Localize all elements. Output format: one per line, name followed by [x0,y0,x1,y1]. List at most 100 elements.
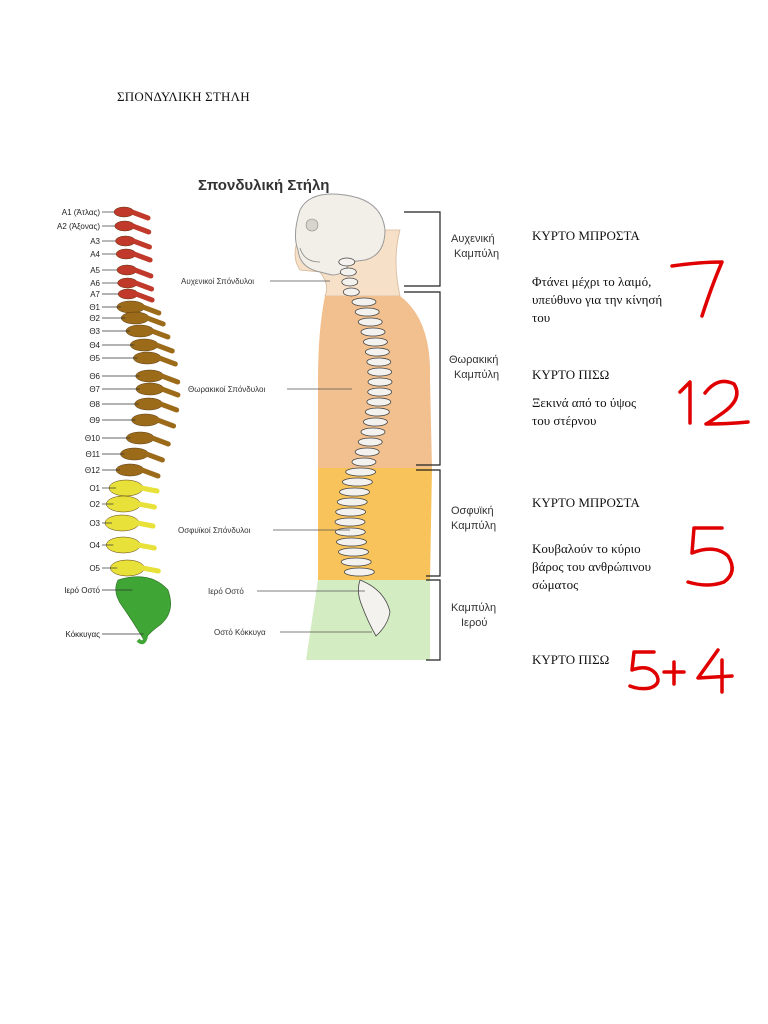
vertebra-label-17: Θ10 [85,434,101,443]
vertebra-label-12: Θ5 [89,354,100,363]
vertebra-label-8: Θ1 [89,303,100,312]
spinous-process-22 [134,520,156,529]
vertebra-label-18: Θ11 [85,450,100,459]
spinous-process-5 [132,267,154,279]
note-thoracic-direction: ΚΥΡΤΟ ΠΙΣΩ [532,367,610,382]
vertebra-label-21: Ο2 [89,500,100,509]
document-title: ΣΠΟΝΔΥΛΙΚΗ ΣΤΗΛΗ [117,89,250,104]
body-vertebra [363,417,388,427]
body-vertebra [342,477,373,487]
handwritten-number-12 [678,379,750,426]
handwritten-number-5 [686,526,734,587]
body-vertebra [364,407,390,417]
note-thoracic-description: Ξεκινά από το ύψος του στέρνου [532,395,637,428]
figure-title: Σπονδυλική Στήλη [198,177,329,194]
vertebra-label-5: Α5 [90,266,100,275]
spinous-process-7 [133,291,155,303]
body-vertebra [364,347,390,357]
spinous-process-2 [130,223,152,235]
vertebra-label-11: Θ4 [89,341,100,350]
spinous-process-24 [139,565,161,574]
spinous-process-1 [129,209,151,221]
vertebra-label-23: Ο4 [89,541,100,550]
body-vertebra [339,267,357,277]
body-vertebra [334,517,366,527]
vertebra-label-4: Α4 [90,250,100,259]
coccyx [136,635,148,645]
vertebra-label-22: Ο3 [89,519,100,528]
bracket-thoracic [404,291,441,466]
spinous-process-4 [131,251,153,263]
curve-label-cervical-2: Καμπύλη [454,248,499,260]
body-vertebra [363,337,388,347]
spinous-process-14 [159,386,181,398]
body-vertebra [342,287,360,297]
body-vertebra [351,457,377,467]
body-vertebra [339,487,370,497]
vertebra-label-2: Α2 (Άξονας) [57,222,100,231]
vertebra-label-1: Α1 (Άτλας) [62,208,101,217]
body-vertebra [336,497,368,507]
region-label-sacrum: Ιερό Οστό [208,587,244,596]
handwritten-number-7 [670,260,724,318]
body-vertebra [354,307,380,317]
spinous-process-18 [143,451,165,463]
note-lumbar-description: Κουβαλούν το κύριο βάρος του ανθρώπινου … [532,541,652,592]
body-vertebra [367,377,393,387]
curve-labels: Αυχενική Καμπύλη Θωρακική Καμπύλη Οσφυϊκ… [449,233,499,629]
spinous-process-23 [135,542,157,551]
curve-brackets [404,211,441,661]
region-label-cervical: Αυχενικοί Σπόνδυλοι [181,277,254,286]
spinous-process-6 [133,280,155,292]
body-vertebra [336,537,367,547]
curve-label-sacral-2: Ιερού [461,617,487,629]
spinous-process-13 [159,373,181,385]
region-label-coccyx: Οστό Κόκκυγα [214,628,266,637]
vertebra-label-6: Α6 [90,279,100,288]
body-vertebra [338,257,356,267]
spinous-process-20 [138,485,160,494]
spinous-process-11 [153,342,175,354]
vertebra-label-25: Ιερό Οστό [64,586,100,595]
vertebra-label-3: Α3 [90,237,100,246]
vertebra-labels: Α1 (Άτλας)Α2 (Άξονας)Α3Α4Α5Α6Α7Θ1Θ2Θ3Θ4Θ… [57,208,144,639]
curve-label-thoracic-1: Θωρακική [449,354,498,366]
curve-label-cervical-1: Αυχενική [451,233,495,245]
handwritten-number-5-plus-4 [628,648,734,694]
body-vertebra [357,317,383,327]
body-vertebra [343,567,375,577]
body-vertebra [338,547,369,557]
sacrum [115,576,171,641]
bracket-sacral [426,579,441,661]
vertebra-label-13: Θ6 [89,372,100,381]
spinous-process-15 [158,401,180,413]
vertebra-label-26: Κόκκυγας [65,630,100,639]
jaw [299,247,321,263]
vertebra-label-7: Α7 [90,290,100,299]
left-spine [104,206,181,645]
spinous-process-8 [140,304,162,316]
spinous-process-17 [149,435,171,447]
spinous-process-10 [149,328,171,340]
curve-label-thoracic-2: Καμπύλη [454,369,499,381]
note-cervical-direction: ΚΥΡΤΟ ΜΠΡΟΣΤΑ [532,228,640,243]
body-vertebra [366,397,392,407]
body-vertebra [357,437,383,447]
note-sacral-direction: ΚΥΡΤΟ ΠΙΣΩ [532,652,610,667]
region-label-thoracic: Θωρακικοί Σπόνδυλοι [188,385,265,394]
body-vertebra [341,277,359,287]
spinous-process-12 [156,355,178,367]
spinous-process-16 [155,417,177,429]
body-vertebra [335,507,367,517]
bracket-cervical [404,211,441,287]
body-spine [334,257,393,637]
vertebra-label-19: Θ12 [85,466,101,475]
body-vertebra [340,557,372,567]
region-label-lumbar: Οσφυϊκοί Σπόνδυλοι [178,526,251,535]
vertebra-label-15: Θ8 [89,400,100,409]
vertebra-label-9: Θ2 [89,314,100,323]
body-vertebra [366,357,392,367]
body-sacrum [358,579,391,637]
curve-label-lumbar-2: Καμπύλη [451,520,496,532]
